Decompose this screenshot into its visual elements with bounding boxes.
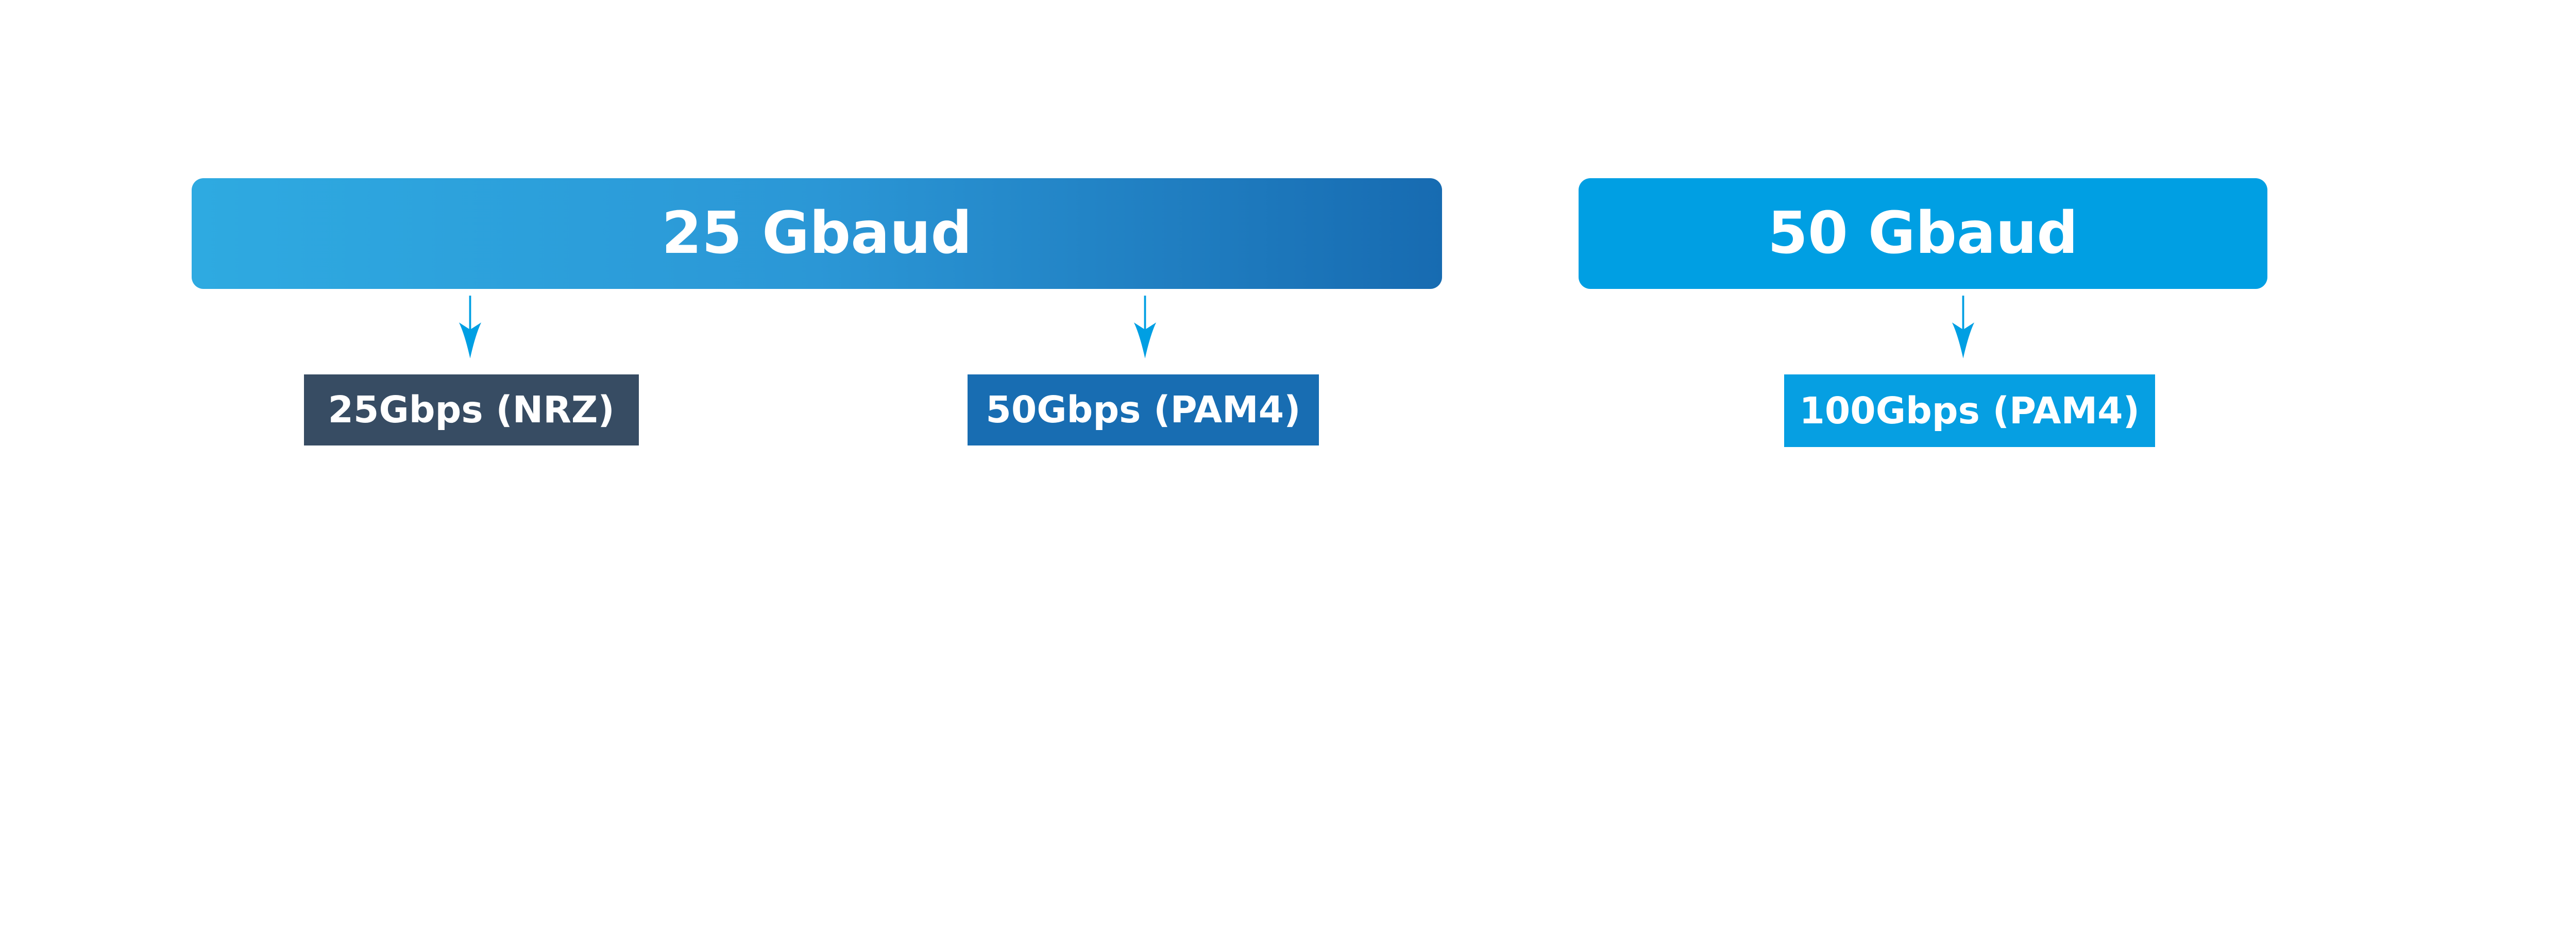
- output-box-25gbps-nrz: 25Gbps (NRZ): [303, 374, 639, 445]
- baud-rate-bar-50: 50 Gbaud: [1579, 178, 2267, 289]
- output-label: 100Gbps (PAM4): [1799, 389, 2140, 432]
- down-arrow-icon: [1133, 295, 1157, 358]
- baud-rate-bar-25: 25 Gbaud: [192, 178, 1442, 289]
- output-label: 50Gbps (PAM4): [986, 388, 1301, 432]
- output-box-100gbps-pam4: 100Gbps (PAM4): [1784, 374, 2155, 447]
- down-arrow-icon: [1952, 295, 1974, 358]
- baud-rate-label: 25 Gbaud: [662, 200, 972, 267]
- output-label: 25Gbps (NRZ): [328, 388, 615, 432]
- down-arrow-icon: [459, 295, 481, 358]
- output-box-50gbps-pam4: 50Gbps (PAM4): [968, 374, 1319, 445]
- baud-rate-label: 50 Gbaud: [1768, 200, 2078, 267]
